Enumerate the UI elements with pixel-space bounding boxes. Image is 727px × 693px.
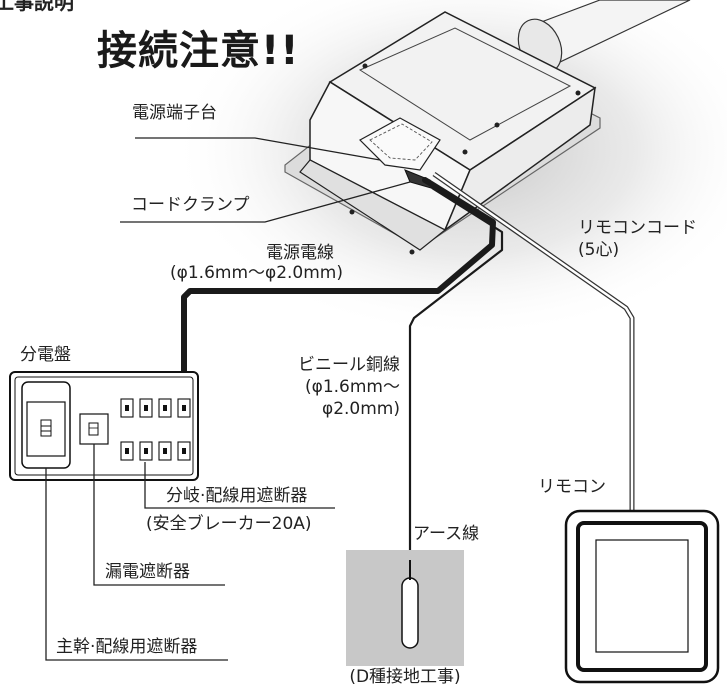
remote-cord-spec: (5心) (578, 240, 620, 260)
main-leader (45, 468, 228, 661)
leakage-breaker-label: 漏電遮断器 (105, 562, 190, 582)
remote-controller (564, 509, 720, 684)
vinyl-spec-2: φ2.0mm) (321, 399, 400, 419)
terminal-leader (135, 137, 381, 161)
vinyl-wire-label: ビニール銅線 (298, 355, 400, 375)
distribution-panel (9, 371, 199, 481)
ventilation-unit (299, 11, 597, 255)
power-wire-spec: (φ1.6mm～φ2.0mm) (170, 263, 344, 283)
branch-breaker-label: 分岐·配線用遮断器 (166, 486, 308, 506)
remote-cord-label: リモコンコード (578, 218, 697, 238)
power-cable (181, 177, 496, 383)
header-cut-text: 工事説明 (0, 0, 74, 14)
page-title: 接続注意!! (97, 28, 300, 74)
main-breaker-label: 主幹·配線用遮断器 (56, 637, 198, 657)
earth-type-label: (D種接地工事) (349, 667, 461, 687)
earth-wire-label: アース線 (413, 524, 480, 544)
clamp-leader (120, 181, 411, 223)
remote-label: リモコン (538, 477, 606, 497)
leakage-leader (93, 444, 225, 586)
earth-rod (401, 577, 419, 649)
cord-clamp-label: コードクランプ (131, 195, 250, 215)
branch-breaker-spec: (安全ブレーカー20A) (146, 514, 312, 534)
vinyl-spec-1: (φ1.6mm～ (304, 377, 400, 397)
power-wire-label: 電源電線 (266, 243, 334, 263)
panel-label: 分電盤 (20, 345, 71, 365)
earth-wire (408, 187, 504, 560)
terminal-block-label: 電源端子台 (132, 103, 217, 123)
branch-leader (144, 462, 335, 509)
